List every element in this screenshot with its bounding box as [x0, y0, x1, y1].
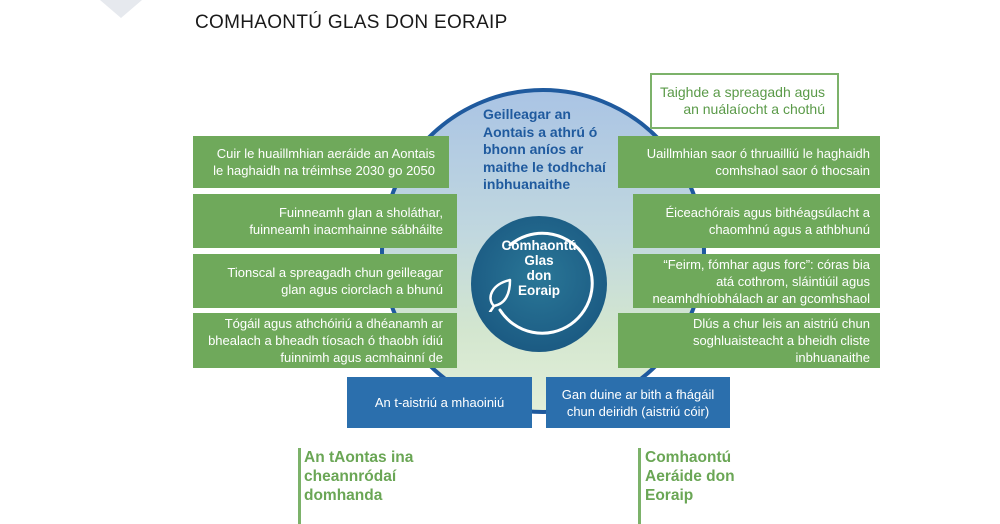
right-box-mobility: Dlús a chur leis an aistriú chun soghlua… — [618, 313, 880, 368]
bottom-label-line: Eoraip — [645, 487, 694, 504]
box-line: le haghaidh na tréimhse 2030 go 2050 — [213, 163, 435, 178]
box-line: bhealach a bheadh tíosach ó thaobh ídiú — [208, 333, 443, 348]
box-line: Tionscal a spreagadh chun geilleagar — [227, 265, 443, 280]
box-line: neamhdhíobhálach ar an gcomhshaol — [652, 290, 870, 306]
bottom-box-financing: An t-aistriú a mhaoiniú — [347, 377, 532, 428]
box-line: chaomhnú agus a athbhunú — [708, 222, 870, 237]
bottom-label-climate-pact: Comhaontú Aeráide don Eoraip — [645, 448, 735, 505]
bottom-label-line: Comhaontú — [645, 449, 732, 466]
box-line: Uaillmhian saor ó thruailliú le haghaidh — [646, 146, 870, 161]
bottom-box-just-transition: Gan duine ar bith a fhágáil chun deiridh… — [546, 377, 730, 428]
box-line: Éiceachórais agus bithéagsúlacht a — [665, 205, 870, 220]
research-box: Taighde a spreagadh agus an nuálaíocht a… — [650, 73, 839, 129]
box-line: fuinneamh inacmhainne sábháilte — [249, 222, 443, 237]
research-line: an nuálaíocht — [683, 101, 768, 117]
left-box-building: Tógáil agus athchóiriú a dhéanamh ar bhe… — [193, 313, 457, 368]
box-line: glan agus ciorclach a bhunú — [281, 282, 443, 297]
center-label-line: Glas — [524, 253, 554, 268]
box-line: Tógáil agus athchóiriú a dhéanamh ar — [224, 316, 443, 331]
left-box-industry: Tionscal a spreagadh chun geilleagar gla… — [193, 254, 457, 308]
research-line: a chothú — [771, 101, 825, 117]
bottom-label-bar — [638, 448, 641, 524]
leaf-icon — [488, 278, 512, 312]
box-line: inbhuanaithe — [795, 350, 870, 365]
left-box-climate: Cuir le huaillmhian aeráide an Aontais l… — [193, 136, 449, 188]
right-box-ecosystems: Éiceachórais agus bithéagsúlacht a chaom… — [633, 194, 880, 248]
research-line: Taighde a spreagadh agus — [659, 84, 825, 100]
bottom-label-line: An tAontas ina — [304, 449, 414, 466]
box-line: Gan duine ar bith a fhágáil — [561, 386, 715, 402]
bottom-label-line: domhanda — [304, 487, 383, 504]
box-line: comhshaol saor ó thocsain — [715, 163, 870, 178]
bottom-label-line: cheannródaí — [304, 468, 397, 485]
box-line: chun deiridh (aistriú cóir) — [566, 403, 710, 419]
center-label-line: Eoraip — [517, 283, 560, 298]
bottom-label-line: Aeráide don — [645, 468, 735, 485]
right-box-farm-to-fork: “Feirm, fómhar agus forc”: córas bia atá… — [633, 254, 880, 308]
box-line: Dlús a chur leis an aistriú chun — [692, 316, 870, 331]
box-line: fuinnimh agus acmhainní de — [280, 350, 443, 365]
right-box-pollution: Uaillmhian saor ó thruailliú le haghaidh… — [618, 136, 880, 188]
center-label-line: don — [526, 268, 552, 283]
bottom-label-global-leader: An tAontas ina cheannródaí domhanda — [304, 448, 413, 505]
page-title: COMHAONTÚ GLAS DON EORAIP — [195, 12, 508, 33]
box-line: Cuir le huaillmhian aeráide an Aontais — [216, 146, 435, 161]
bottom-label-bar — [298, 448, 301, 524]
top-section-text: Geilleagar an Aontais a athrú ó bhonn an… — [483, 106, 606, 192]
box-line: soghluaisteacht a bheidh cliste — [692, 333, 870, 348]
corner-tab — [100, 0, 142, 18]
left-box-energy: Fuinneamh glan a sholáthar, fuinneamh in… — [193, 194, 457, 248]
center-ring-icon — [498, 231, 594, 335]
center-disc — [471, 216, 607, 352]
center-label: Comhaontú Glas don Eoraip — [471, 238, 607, 298]
box-line: atá cothrom, sláintiúil agus — [716, 273, 870, 289]
box-line: An t-aistriú a mhaoiniú — [374, 395, 505, 410]
box-line: “Feirm, fómhar agus forc”: córas bia — [663, 256, 870, 272]
center-label-line: Comhaontú — [501, 238, 577, 253]
box-line: Fuinneamh glan a sholáthar, — [278, 205, 443, 220]
